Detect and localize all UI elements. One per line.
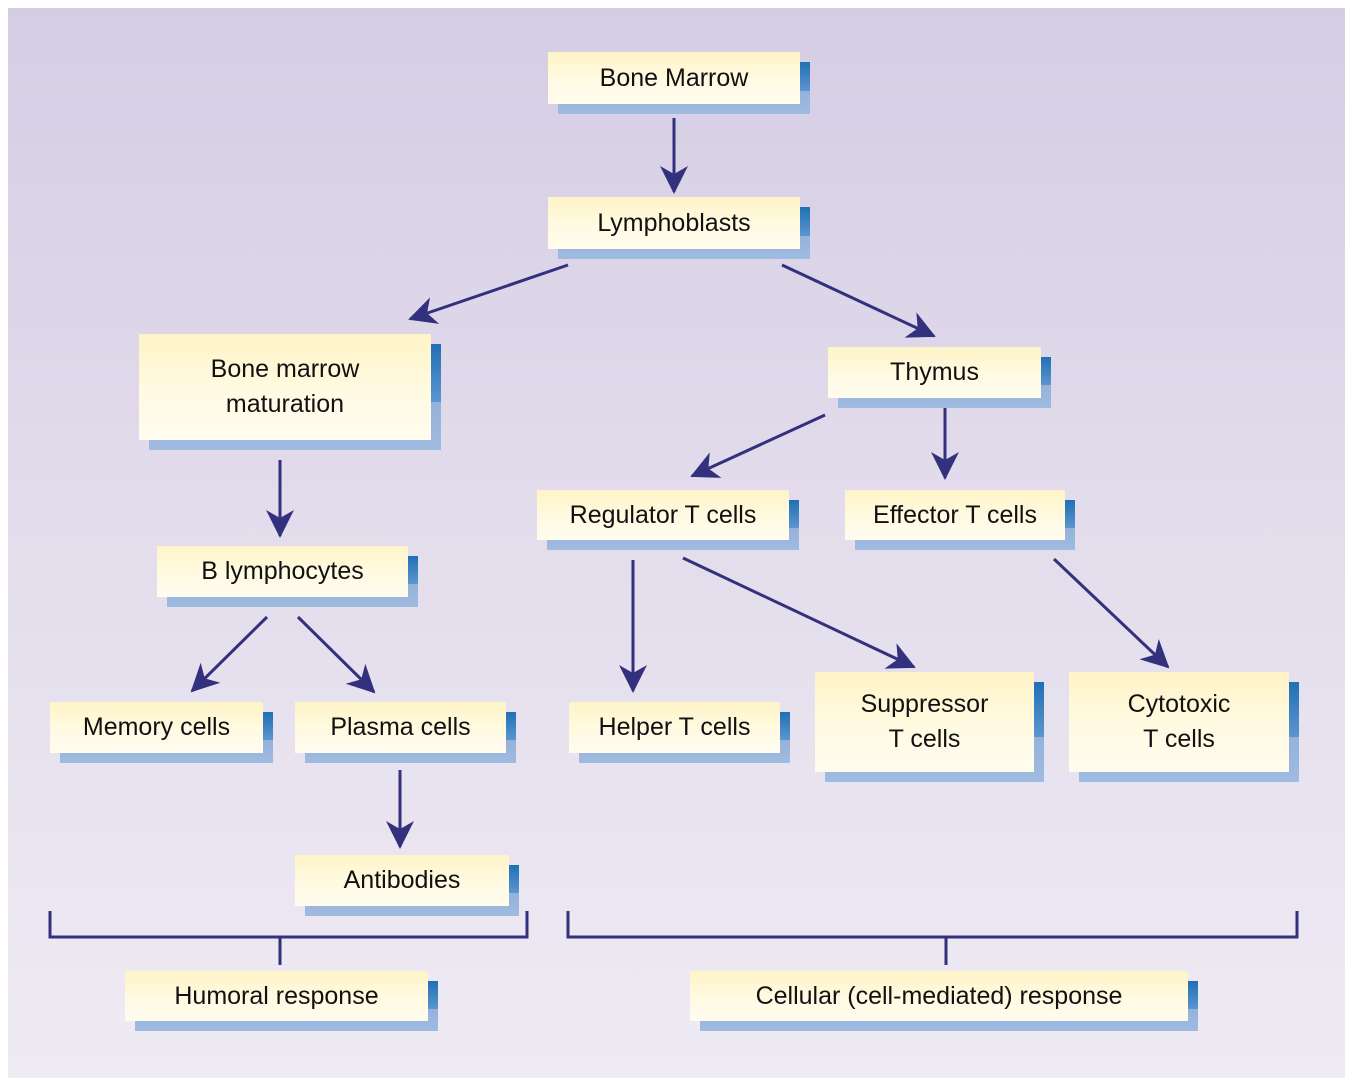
node-bone-marrow-maturation-label: Bone marrow maturation (139, 334, 431, 440)
node-humoral-response: Humoral response (125, 971, 438, 1031)
node-helper-t-cells: Helper T cells (569, 702, 790, 763)
node-lymphoblasts-label: Lymphoblasts (548, 197, 800, 249)
arrow-effector-t-cells-to-cytotoxic-t-cells (1052, 557, 1170, 669)
cellular-bracket (566, 911, 1299, 965)
node-effector-t-cells: Effector T cells (845, 490, 1075, 550)
node-antibodies-label: Antibodies (295, 855, 509, 906)
node-plasma-cells: Plasma cells (295, 702, 516, 763)
humoral-bracket (48, 911, 529, 965)
connector-layer (48, 118, 1299, 965)
node-cytotoxic-t-cells-label: Cytotoxic T cells (1069, 672, 1289, 772)
node-bone-marrow-maturation: Bone marrow maturation (139, 334, 441, 450)
node-plasma-cells-label: Plasma cells (295, 702, 506, 753)
node-thymus-label: Thymus (828, 347, 1041, 398)
node-humoral-response-label: Humoral response (125, 971, 428, 1021)
diagram-canvas: Bone Marrow Lymphoblasts Bone marrow mat… (8, 8, 1345, 1078)
arrow-lymphoblasts-to-bone-marrow-maturation (408, 263, 569, 324)
node-helper-t-cells-label: Helper T cells (569, 702, 780, 753)
arrow-b-lymphocytes-to-plasma-cells (296, 615, 376, 694)
node-cytotoxic-t-cells: Cytotoxic T cells (1069, 672, 1299, 782)
node-bone-marrow: Bone Marrow (548, 52, 810, 114)
arrow-lymphoblasts-to-thymus (781, 263, 936, 338)
node-suppressor-t-cells-label: Suppressor T cells (815, 672, 1034, 772)
node-memory-cells-label: Memory cells (50, 702, 263, 753)
node-memory-cells: Memory cells (50, 702, 273, 763)
arrow-b-lymphocytes-to-memory-cells (190, 615, 269, 693)
node-thymus: Thymus (828, 347, 1051, 408)
node-bone-marrow-label: Bone Marrow (548, 52, 800, 104)
node-b-lymphocytes-label: B lymphocytes (157, 546, 408, 597)
node-antibodies: Antibodies (295, 855, 519, 916)
node-regulator-t-cells-label: Regulator T cells (537, 490, 789, 540)
arrow-thymus-to-regulator-t-cells (690, 413, 826, 478)
node-lymphoblasts: Lymphoblasts (548, 197, 810, 259)
node-regulator-t-cells: Regulator T cells (537, 490, 799, 550)
node-b-lymphocytes: B lymphocytes (157, 546, 418, 607)
node-effector-t-cells-label: Effector T cells (845, 490, 1065, 540)
node-cellular-response-label: Cellular (cell-mediated) response (690, 971, 1188, 1021)
node-cellular-response: Cellular (cell-mediated) response (690, 971, 1198, 1031)
arrow-regulator-t-cells-to-suppressor-t-cells (682, 556, 916, 669)
node-suppressor-t-cells: Suppressor T cells (815, 672, 1044, 782)
